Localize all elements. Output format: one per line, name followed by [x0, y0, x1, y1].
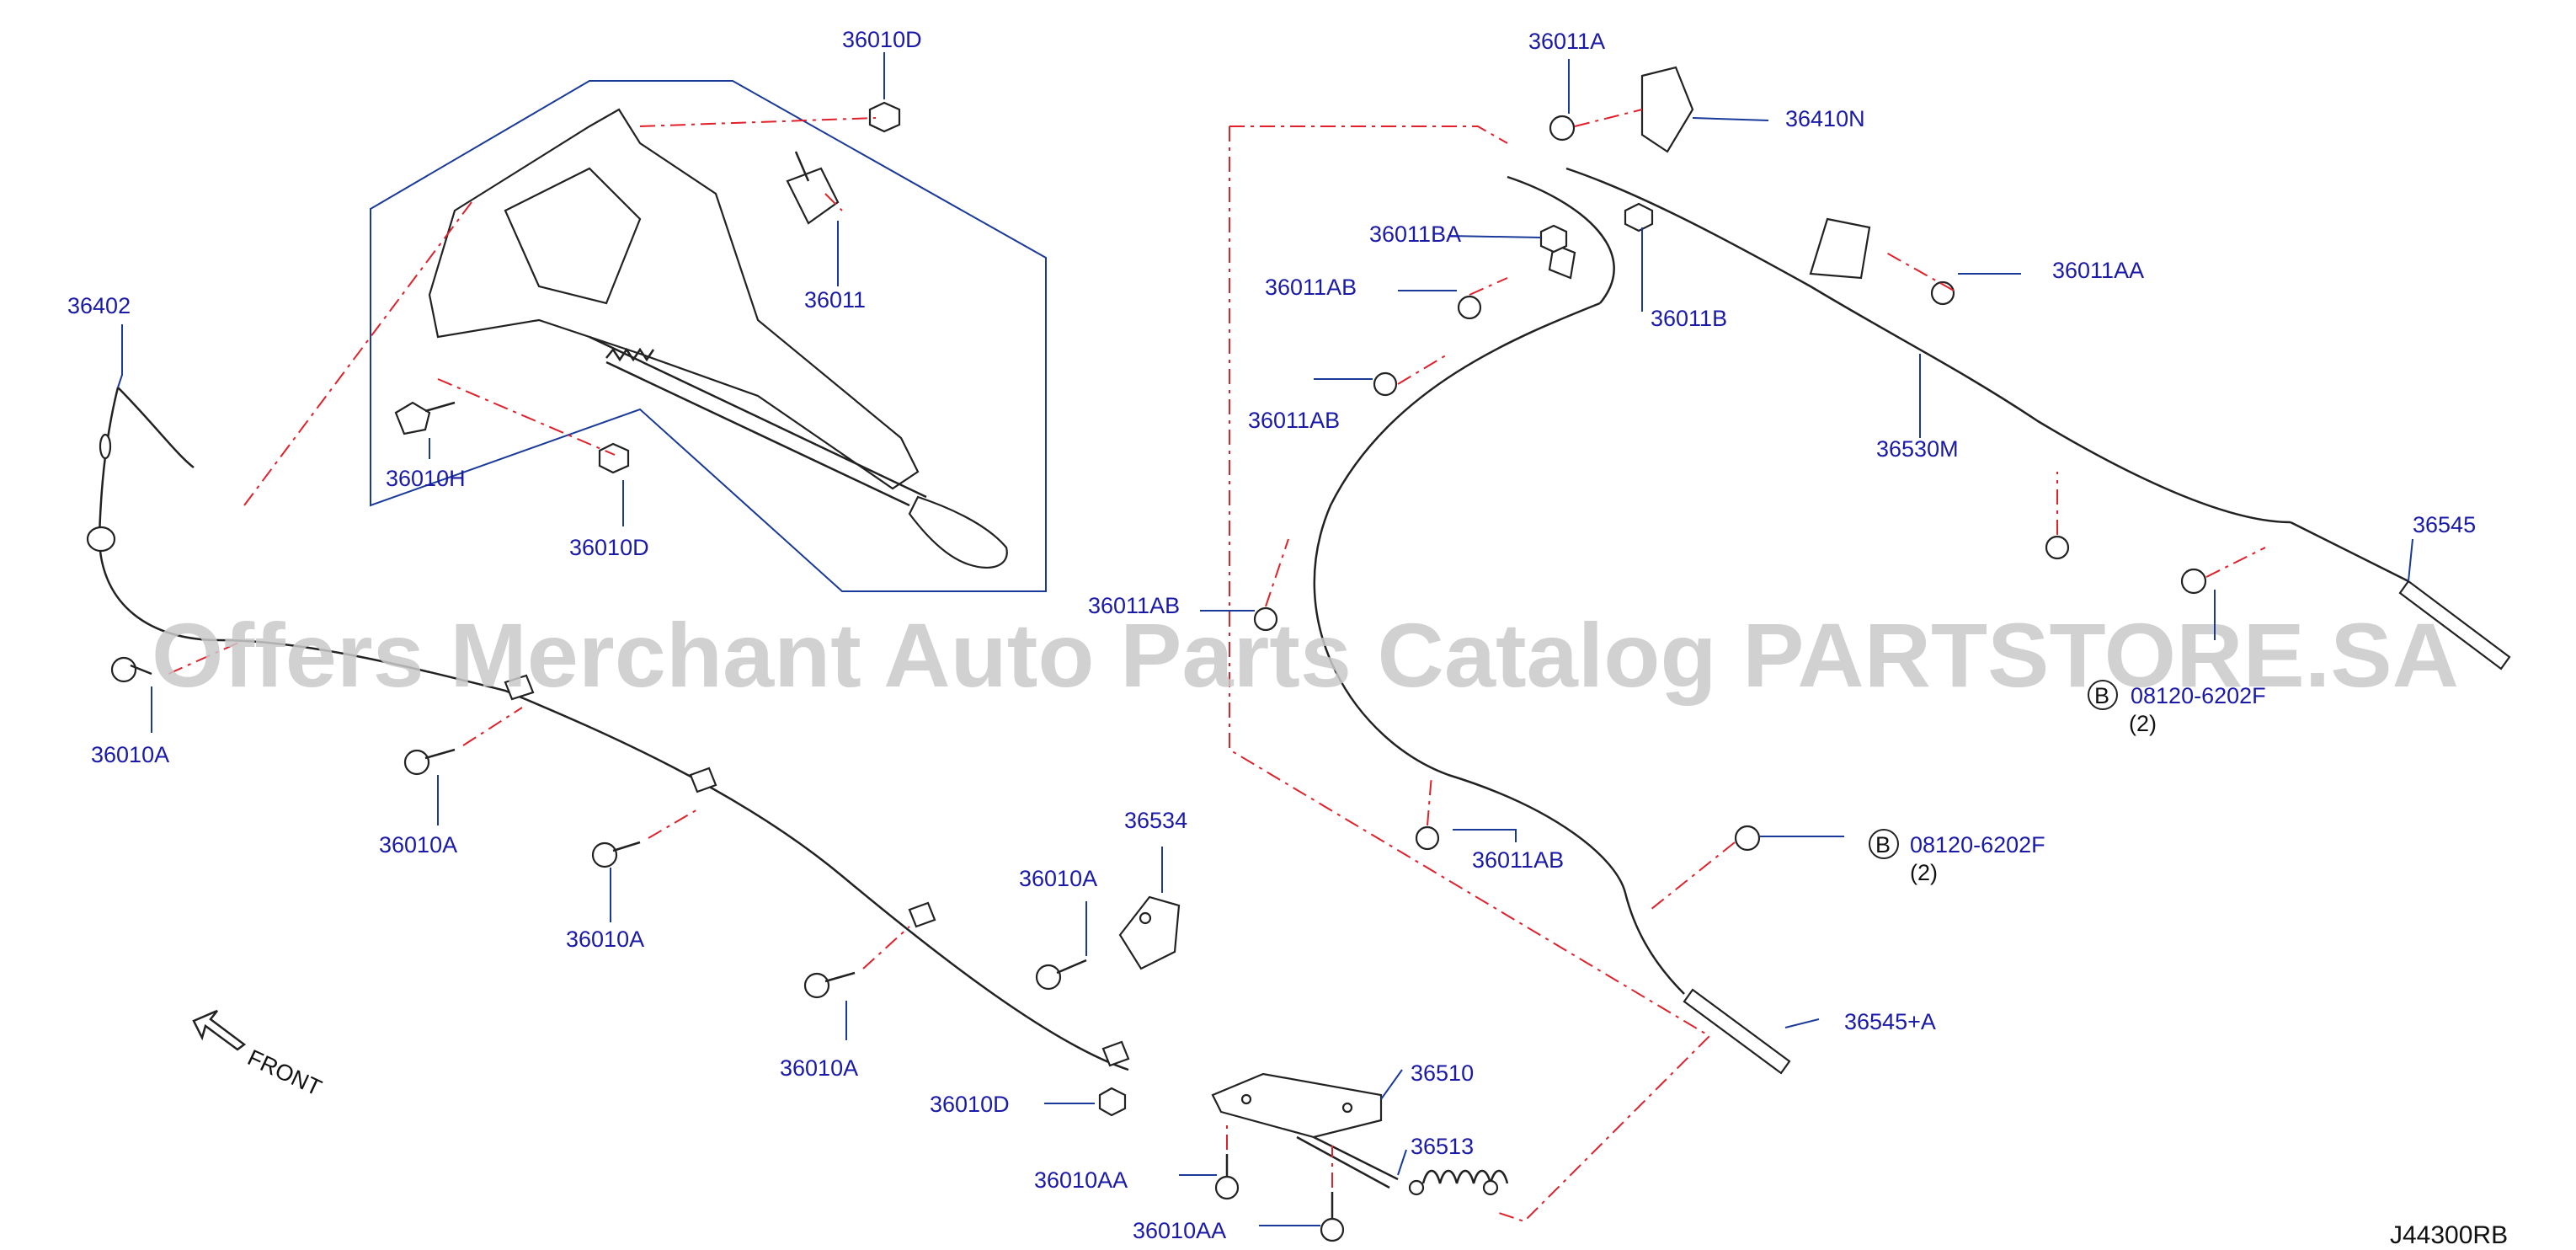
pedal-assembly: [243, 80, 1047, 592]
label-36010A-1: 36010A: [91, 742, 169, 767]
label-36010AA-2: 36010AA: [1133, 1218, 1226, 1243]
label-36410N: 36410N: [1785, 106, 1865, 131]
label-36010D-mid: 36010D: [569, 535, 649, 560]
bolt-36010A-2: [403, 748, 456, 776]
label-36011AB-4: 36011AB: [1472, 847, 1564, 873]
bolt-36010A-1: [110, 656, 152, 683]
diagram-reference-code: J44300RB: [2390, 1221, 2508, 1249]
bolts-36010AA: [1214, 1120, 1345, 1242]
bolt-08120-2: [1734, 825, 1761, 852]
label-36011AA-1: 36011AA: [2052, 258, 2144, 283]
nut-36010D-low: [1098, 1087, 1127, 1117]
label-36545A: 36545+A: [1844, 1009, 1936, 1034]
equalizer-36510: [1211, 1072, 1399, 1189]
qty-2: (2): [1910, 860, 1938, 885]
bolt-36011AA-2: [2045, 535, 2070, 560]
label-36534: 36534: [1124, 808, 1187, 833]
bolt-36011AB-2: [1373, 371, 1398, 397]
label-36010A-4: 36010A: [780, 1055, 858, 1081]
label-36011AB-2: 36011AB: [1248, 408, 1340, 433]
label-36011A: 36011A: [1528, 29, 1605, 54]
label-08120-6202F-1: 08120-6202F: [2131, 683, 2266, 708]
label-36010D-low: 36010D: [930, 1092, 1010, 1117]
circle-b-1: B: [2094, 683, 2109, 708]
label-36530M: 36530M: [1876, 436, 1959, 462]
label-36510: 36510: [1411, 1060, 1474, 1086]
bolt-36011AB-1: [1457, 295, 1482, 320]
label-36010A-2: 36010A: [379, 832, 457, 857]
bolts-36010A: [110, 639, 1087, 999]
bolt-36010A-3: [591, 841, 641, 868]
label-36011: 36011: [804, 287, 866, 312]
nut-36011B: [1624, 202, 1654, 232]
callout-bolt-b-1: B 08120-6202F (2): [2088, 680, 2266, 736]
label-36011AB-1: 36011AB: [1265, 275, 1357, 300]
label-36011AB-3: 36011AB: [1088, 593, 1180, 618]
bolt-36011AB-3: [1253, 606, 1278, 632]
spring-36513: [1408, 1169, 1509, 1196]
label-36402: 36402: [67, 293, 131, 318]
label-36010D-top: 36010D: [842, 27, 922, 52]
part-labels: 36010D 36011 36402 36010H 36010D 36010A …: [67, 27, 2476, 1243]
label-36011B: 36011B: [1651, 306, 1727, 331]
bolt-36010A-4: [803, 971, 856, 999]
bolt-08120-1: [2180, 568, 2207, 595]
bolt-36011AA-1: [1930, 280, 1955, 306]
bracket-36534: [1118, 895, 1181, 970]
qty-1: (2): [2129, 711, 2157, 736]
label-36513: 36513: [1411, 1134, 1474, 1159]
label-36545: 36545: [2413, 512, 2476, 537]
front-cable-36402: [86, 387, 1130, 1071]
callout-bolt-b-2: B 08120-6202F (2): [1869, 829, 2045, 885]
label-36010A-3: 36010A: [566, 927, 644, 952]
label-36010AA-1: 36010AA: [1034, 1167, 1128, 1193]
bolt-36011AB-4: [1415, 825, 1440, 851]
circle-b-2: B: [1875, 832, 1891, 857]
bolt-36010AA-2: [1320, 1192, 1345, 1242]
bolt-36010AA-1: [1214, 1154, 1240, 1200]
nut-36011BA: [1539, 224, 1568, 254]
rear-cable-assembly: [1229, 66, 2511, 1223]
bolt-36010A-5: [1035, 959, 1087, 991]
front-label: FRONT: [243, 1044, 325, 1100]
watermark: Offers Merchant Auto Parts Catalog PARTS…: [152, 604, 2459, 706]
front-direction-arrow: FRONT: [192, 1009, 325, 1101]
label-36010H: 36010H: [386, 466, 466, 491]
label-08120-6202F-2: 08120-6202F: [1910, 832, 2045, 857]
leader-lines: [117, 52, 2413, 1226]
label-36010A-5: 36010A: [1019, 866, 1097, 891]
label-36011BA: 36011BA: [1369, 222, 1461, 247]
bolt-36011A: [1549, 115, 1576, 142]
